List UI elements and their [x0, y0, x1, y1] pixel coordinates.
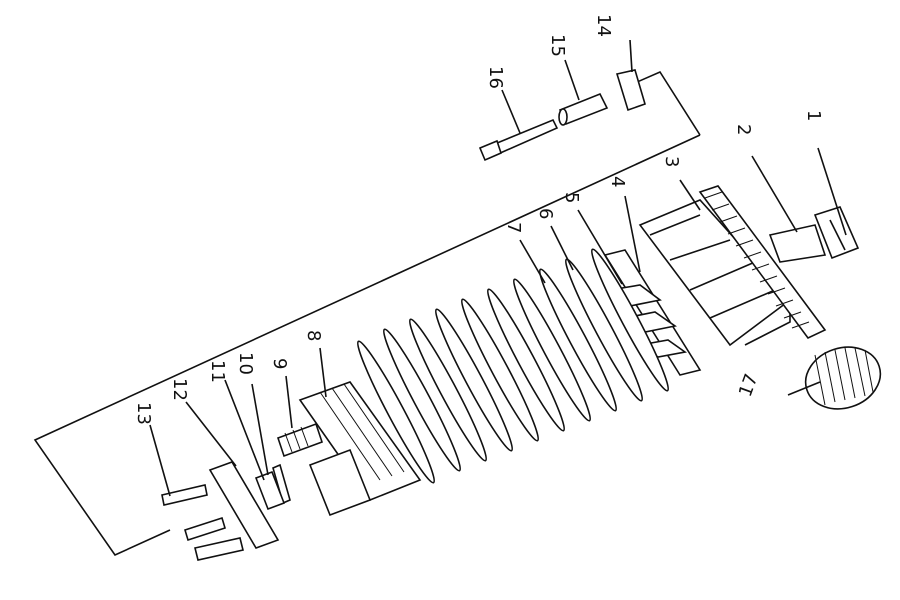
part-8-hub	[298, 381, 422, 517]
part-9-springs	[276, 422, 324, 458]
clutch-disks	[356, 248, 670, 484]
label-7: 7	[503, 222, 524, 233]
part-3-housing	[638, 199, 792, 347]
label-6: 6	[535, 208, 556, 219]
part-15-shaft	[558, 92, 609, 126]
part-2-block	[768, 224, 827, 263]
label-1: 1	[803, 110, 824, 121]
label-16: 16	[485, 66, 506, 89]
part-17-bearing	[804, 346, 882, 410]
label-2: 2	[733, 124, 754, 135]
label-11: 11	[207, 360, 228, 383]
part-16-pin	[478, 118, 559, 162]
ring-gear	[698, 185, 827, 340]
part-13-bolts	[161, 484, 244, 561]
label-10: 10	[235, 352, 256, 375]
label-8: 8	[303, 330, 324, 341]
label-9: 9	[269, 358, 290, 369]
label-15: 15	[547, 34, 568, 57]
part-14-block	[615, 69, 646, 112]
label-4: 4	[607, 176, 628, 187]
part-4-plate	[603, 249, 702, 376]
part-1-wedge	[813, 206, 860, 260]
label-5: 5	[561, 192, 582, 203]
part-12-bracket	[208, 461, 280, 549]
label-14: 14	[593, 14, 614, 37]
label-17: 17	[735, 371, 763, 400]
label-3: 3	[661, 156, 682, 167]
label-12: 12	[169, 378, 190, 401]
part-11-block	[254, 470, 286, 511]
label-13: 13	[133, 402, 154, 425]
leader-lines	[149, 39, 847, 497]
